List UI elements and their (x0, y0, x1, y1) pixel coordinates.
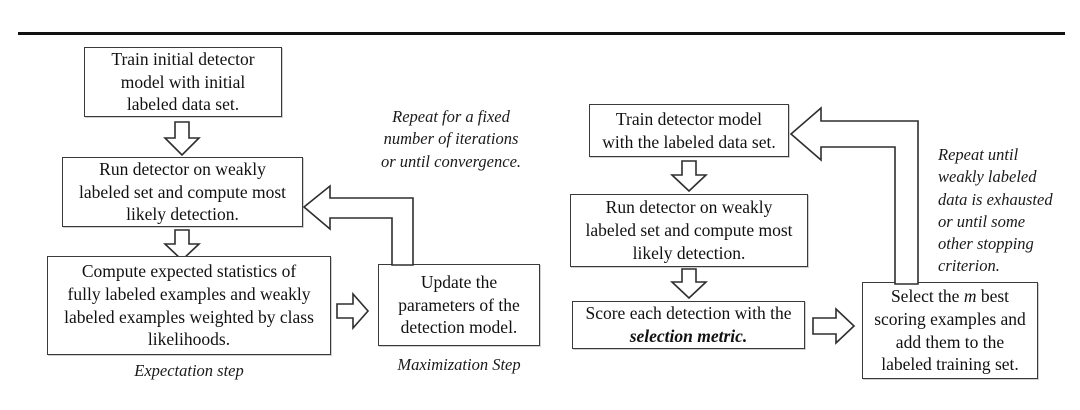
down-block-arrow (163, 121, 201, 157)
box-line: Run detector on weakly (99, 158, 266, 179)
label-maximization-step: Maximization Step (397, 355, 521, 374)
note-line: Repeat for a fixed (392, 107, 510, 126)
box-line: Train initial detector (111, 48, 255, 69)
note-line: data is exhausted (938, 189, 1053, 209)
note-line: or until convergence. (380, 151, 522, 171)
box-line: Run detector on weakly (605, 197, 773, 218)
down-block-arrow (162, 229, 202, 262)
box-select-m-best: Select the m best scoring examples and a… (862, 282, 1038, 379)
note-repeat-until-exhausted: Repeat until weakly labeled data is exha… (938, 144, 1078, 278)
box-line: scoring examples and (874, 308, 1026, 329)
box-line: Select the m best (891, 286, 1009, 306)
label-expectation-step: Expectation step (134, 361, 244, 380)
box-line: labeled training set. (881, 354, 1019, 375)
elbow-feedback-arrow (789, 100, 930, 290)
box-line: Train detector model (615, 108, 763, 129)
box-line: likelihoods. (147, 329, 231, 350)
box-line: labeled set and compute most (78, 181, 287, 202)
box-line: with the labeled data set. (602, 131, 776, 152)
box-line-emphasis: selection metric. (629, 326, 748, 346)
box-line: likely detection. (632, 242, 746, 263)
elbow-feedback-arrow (302, 181, 418, 267)
down-block-arrow (669, 160, 709, 193)
note-line: Repeat until (938, 145, 1019, 164)
note-line: number of iterations (383, 129, 519, 149)
box-run-detector-weakly-right: Run detector on weakly labeled set and c… (570, 194, 808, 267)
box-line: model with initial (120, 71, 246, 92)
box-update-parameters: Update the parameters of the detection m… (378, 264, 540, 346)
box-line-pre: Select the (890, 286, 964, 306)
box-line-post: best (976, 286, 1010, 306)
box-line: labeled examples weighted by class (64, 306, 314, 327)
box-line: likely detection. (126, 204, 239, 225)
note-line: or until some (938, 211, 1026, 231)
note-line: criterion. (938, 256, 1000, 276)
box-line-emphasis: m (963, 286, 977, 306)
box-line: Score each detection with the (585, 303, 792, 324)
box-train-initial-detector: Train initial detector model with initia… (84, 47, 282, 117)
right-block-arrow (812, 307, 856, 345)
box-line: Compute expected statistics of (81, 261, 297, 281)
box-line: parameters of the (398, 294, 520, 315)
box-run-detector-weakly-left: Run detector on weakly labeled set and c… (62, 157, 303, 227)
box-line: fully labeled examples and weakly (67, 283, 311, 304)
box-score-each-detection: Score each detection with the selection … (572, 301, 805, 349)
box-line: labeled data set. (126, 94, 240, 115)
note-repeat-fixed-iterations: Repeat for a fixed number of iterations … (367, 106, 535, 173)
box-train-detector-labeled: Train detector model with the labeled da… (589, 104, 789, 157)
box-line: labeled set and compute most (585, 220, 793, 241)
down-block-arrow (669, 268, 709, 300)
note-line: weakly labeled (938, 167, 1037, 187)
box-line: Update the (420, 271, 498, 292)
box-line: detection model. (400, 317, 518, 338)
note-line: other stopping (938, 234, 1034, 254)
right-block-arrow (336, 291, 370, 331)
box-compute-expected-statistics: Compute expected statistics of fully lab… (47, 256, 331, 355)
top-horizontal-rule (18, 32, 1065, 35)
box-line: add them to the (895, 331, 1005, 352)
